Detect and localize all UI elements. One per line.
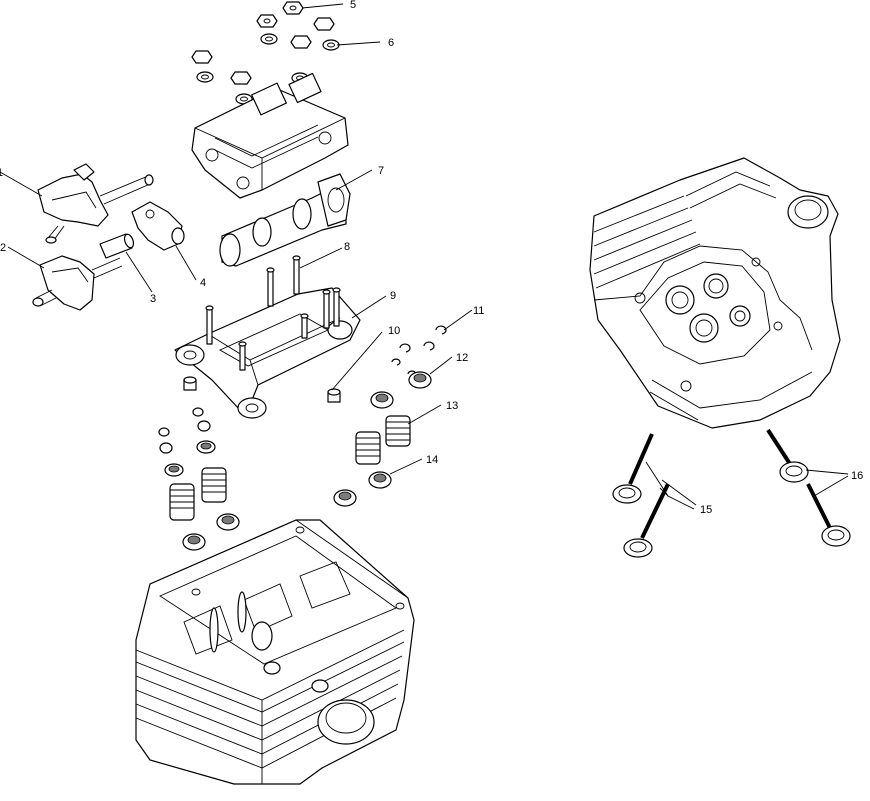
callout-2: 2	[0, 242, 6, 254]
dowel-pin	[327, 388, 341, 403]
leader-lines	[0, 3, 849, 510]
studs	[205, 255, 341, 371]
callout-16: 16	[851, 470, 863, 482]
valve-spring-retainer	[370, 371, 432, 409]
callout-1: 1	[0, 167, 3, 179]
rocker-arm-upper	[37, 163, 154, 244]
cylinder-head	[135, 519, 415, 785]
callout-7: 7	[378, 165, 384, 177]
washer	[260, 33, 278, 45]
washer	[322, 39, 340, 51]
callout-4: 4	[200, 277, 206, 289]
stud	[292, 255, 301, 295]
callout-9: 9	[390, 290, 396, 302]
callout-5: 5	[350, 0, 356, 11]
callout-10: 10	[388, 325, 400, 337]
left-valve-parts	[158, 407, 240, 551]
rocker-base-plate	[174, 287, 361, 419]
dowel-pins	[183, 376, 341, 403]
stud	[238, 341, 247, 371]
valve	[623, 483, 670, 558]
valve	[806, 483, 851, 547]
nut	[230, 71, 252, 85]
callout-numbers: 1 2 3 4 5 6 7 8 9 10 11 12 13 14 15 16	[0, 0, 863, 516]
rocker-arm-lower	[32, 255, 123, 311]
nut	[313, 17, 335, 31]
valve	[612, 433, 654, 504]
valves	[612, 428, 851, 558]
rocker-arm-small	[131, 201, 185, 251]
stud	[332, 287, 341, 327]
callout-13: 13	[446, 400, 458, 412]
washer	[196, 71, 214, 83]
callout-3: 3	[150, 293, 156, 305]
valve-spring	[355, 415, 411, 465]
nut	[256, 14, 278, 28]
stud	[266, 267, 275, 307]
nut	[290, 35, 312, 49]
callout-14: 14	[426, 454, 438, 466]
camshaft-holder	[191, 72, 349, 199]
stud	[300, 313, 309, 339]
valve	[766, 428, 809, 483]
nut	[191, 50, 213, 64]
callout-8: 8	[344, 241, 350, 253]
valve-keepers	[391, 325, 447, 378]
nut	[282, 1, 304, 15]
dowel-pin	[183, 376, 197, 391]
rocker-shaft	[99, 233, 135, 259]
callout-11: 11	[473, 305, 484, 317]
stud	[205, 305, 214, 345]
stud	[322, 289, 331, 329]
callout-6: 6	[388, 37, 394, 49]
cylinder-head-underside	[589, 157, 841, 429]
callout-12: 12	[456, 352, 468, 364]
callout-15: 15	[700, 504, 712, 516]
valve-stem-seal	[333, 471, 392, 507]
